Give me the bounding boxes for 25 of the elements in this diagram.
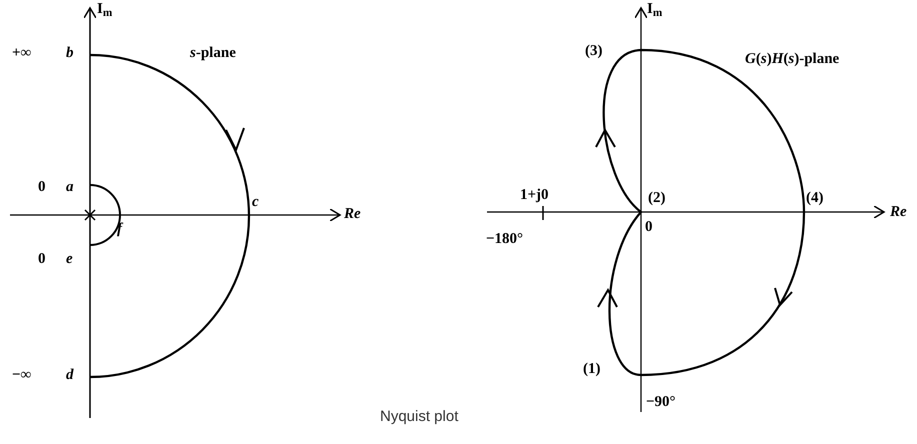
value-label: +∞ <box>12 44 32 62</box>
point-label: (1) <box>583 360 600 378</box>
point-label: 1+j0 <box>520 186 549 204</box>
value-label: −90° <box>646 393 676 411</box>
axis-label: I$_{m}$ <box>647 0 662 18</box>
axis-label: Re <box>890 203 907 221</box>
value-label: 0 <box>38 178 46 196</box>
point-label: (2) <box>648 189 666 207</box>
value-label: 0 <box>38 250 46 268</box>
axis-label: Re <box>344 205 361 223</box>
axis-label: I$_{m}$ <box>97 0 112 18</box>
point-label: e <box>66 250 73 268</box>
point-label: b <box>66 44 74 62</box>
point-label: (4) <box>806 189 824 207</box>
value-label: 0 <box>645 218 652 236</box>
caption: Nyquist plot <box>380 407 458 427</box>
value-label: −180° <box>486 230 524 248</box>
plane-label: G(s)H(s)-plane <box>745 50 840 68</box>
point-label: f <box>117 220 122 238</box>
plane-label: s-plane <box>190 44 236 62</box>
point-label: a <box>66 178 74 196</box>
value-label: −∞ <box>12 366 32 384</box>
point-label: (3) <box>585 42 602 60</box>
point-label: d <box>66 366 74 384</box>
point-label: c <box>252 193 259 211</box>
